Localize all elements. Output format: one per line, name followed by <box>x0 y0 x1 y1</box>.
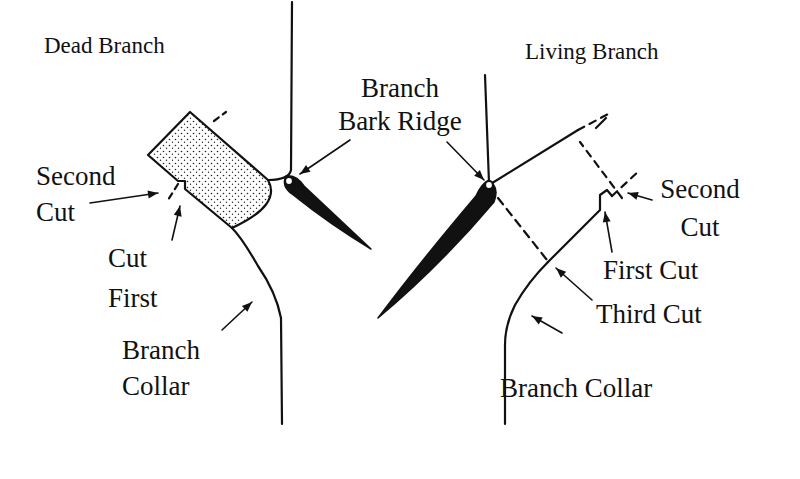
cut-mark <box>168 184 178 200</box>
cut-label: Second Cut <box>36 158 131 230</box>
part-label: Branch Collar <box>122 332 222 404</box>
cut-label: Second Cut <box>650 170 750 246</box>
leader-arrow <box>222 302 252 330</box>
part-label: Branch Bark Ridge <box>335 72 465 138</box>
second-cut-line <box>580 142 622 198</box>
part-label: Branch Collar <box>500 372 652 404</box>
trunk-line <box>485 75 489 183</box>
dead-branch-stub <box>148 112 271 228</box>
cut-mark <box>596 118 606 128</box>
leader-arrow <box>447 142 484 180</box>
leader-arrow <box>300 140 350 174</box>
bark-ridge <box>284 176 371 249</box>
branch-lower-edge <box>612 170 640 196</box>
third-cut-line <box>498 198 547 260</box>
bark-ridge-dot <box>485 181 493 189</box>
leader-arrow <box>532 316 562 333</box>
leader-arrow <box>90 193 158 203</box>
leader-arrow <box>605 212 612 252</box>
branch-upper-edge <box>578 112 612 130</box>
branch-collar-line <box>232 228 282 424</box>
cut-label: First Cut <box>603 254 698 286</box>
bark-ridge <box>378 181 496 318</box>
branch-upper-edge <box>489 130 578 185</box>
branch-lower-edge <box>548 190 612 262</box>
cut-label: Cut First <box>108 238 178 318</box>
leader-arrow <box>556 268 592 300</box>
view-title: Living Branch <box>525 38 659 66</box>
bark-ridge-dot <box>285 177 293 185</box>
leader-arrow <box>172 206 180 240</box>
cut-label: Third Cut <box>596 298 702 330</box>
leader-arrow <box>628 193 652 200</box>
cut-mark <box>214 112 226 121</box>
view-title: Dead Branch <box>44 32 165 60</box>
trunk-line <box>268 2 292 180</box>
